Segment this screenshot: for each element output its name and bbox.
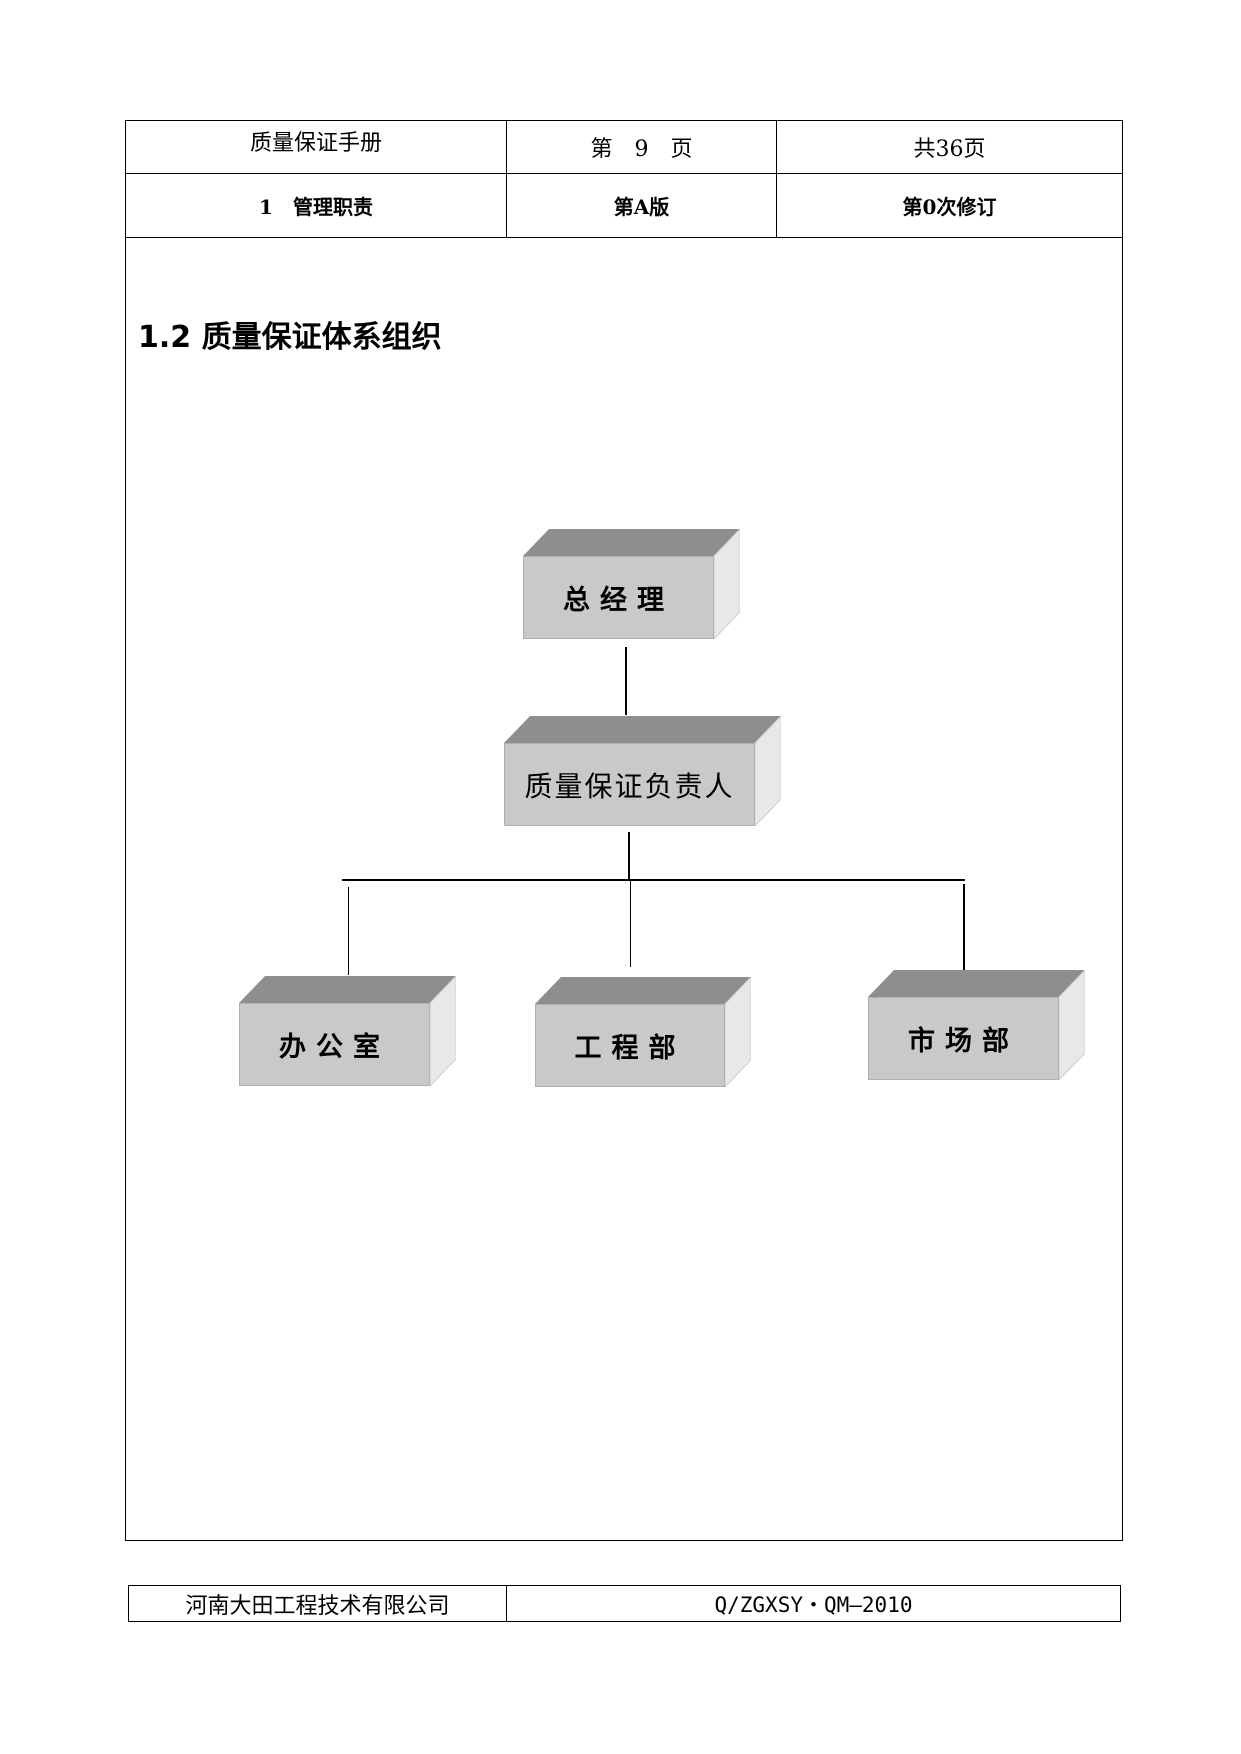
org-box-label: 市场部 <box>868 997 1059 1080</box>
org-box-marketing: 市场部 <box>868 970 1085 1080</box>
section-name: 1 管理职责 <box>259 195 373 219</box>
box-3d-faces <box>868 970 1085 1080</box>
connector-middle <box>628 832 630 880</box>
connector-right <box>963 884 965 971</box>
document-code: Q/ZGXSY・QM—2010 <box>714 1592 913 1617</box>
box-3d-faces <box>504 716 781 826</box>
org-box-label: 质量保证负责人 <box>504 743 755 826</box>
footer-table: 河南大田工程技术有限公司 Q/ZGXSY・QM—2010 <box>128 1585 1121 1622</box>
connector-horizontal <box>342 879 965 881</box>
box-3d-faces <box>535 977 751 1087</box>
org-box-general-manager: 总经理 <box>523 529 740 639</box>
revision: 第0次修订 <box>902 195 997 219</box>
org-box-label: 总经理 <box>523 556 714 639</box>
org-box-quality-manager: 质量保证负责人 <box>504 716 781 826</box>
total-pages: 共36页 <box>913 137 986 162</box>
header-table: 质量保证手册 第 9 页 共36页 1 管理职责 第A版 第0次修订 <box>125 120 1123 238</box>
section-title: 1.2 质量保证体系组织 <box>138 320 442 355</box>
content-frame <box>125 238 1123 1541</box>
connector-top <box>625 647 627 715</box>
box-3d-faces <box>239 976 456 1086</box>
org-box-label: 办公室 <box>239 1003 430 1086</box>
org-box-engineering: 工程部 <box>535 977 751 1087</box>
org-box-office: 办公室 <box>239 976 456 1086</box>
manual-title: 质量保证手册 <box>249 131 382 156</box>
box-3d-faces <box>523 529 740 639</box>
connector-left <box>348 887 349 975</box>
page-number: 第 9 页 <box>590 137 693 162</box>
company-name: 河南大田工程技术有限公司 <box>185 1593 450 1619</box>
connector-center <box>630 881 631 967</box>
edition: 第A版 <box>613 195 670 219</box>
org-box-label: 工程部 <box>535 1004 725 1087</box>
